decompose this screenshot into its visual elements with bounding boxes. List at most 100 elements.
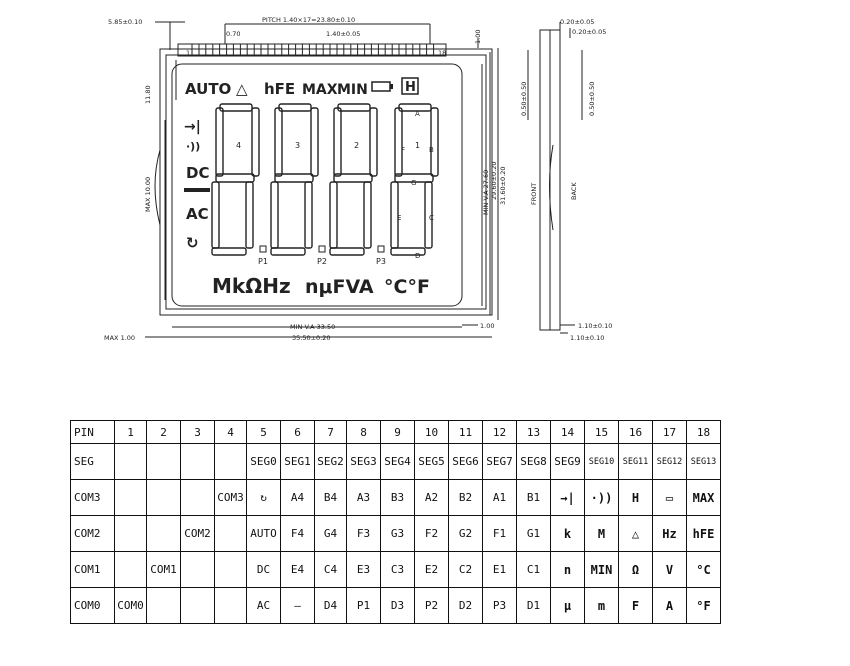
- table-cell: —: [280, 587, 315, 624]
- table-cell: COM0: [114, 587, 147, 624]
- dim-11-80: 11.80: [144, 85, 152, 104]
- table-cell: A: [652, 587, 687, 624]
- table-cell: D4: [314, 587, 347, 624]
- units-mid: nμFVA: [305, 276, 374, 298]
- table-cell: F4: [280, 515, 315, 552]
- pin: [260, 43, 269, 57]
- digit-segment: [369, 107, 378, 177]
- table-cell: C2: [448, 551, 483, 588]
- table-cell: [180, 587, 215, 624]
- pin: [288, 43, 297, 57]
- header-cell: 11: [448, 420, 483, 444]
- table-cell: μ: [550, 587, 585, 624]
- segment-letter: A: [415, 110, 420, 118]
- table-cell: COM2: [180, 515, 215, 552]
- pin: [232, 43, 241, 57]
- ac-icon: AC: [186, 205, 209, 223]
- digit-segment: [211, 247, 247, 256]
- pin: [412, 43, 421, 57]
- segment-letter: C: [429, 214, 434, 222]
- digit-segment: [211, 181, 220, 249]
- table-cell: [114, 479, 147, 516]
- table-cell: [214, 515, 247, 552]
- table-cell: AC: [246, 587, 281, 624]
- header-cell: 8: [346, 420, 381, 444]
- header-cell: 3: [180, 420, 215, 444]
- dim-side-bottom-1: 1.10±0.10: [578, 322, 612, 330]
- table-cell: [146, 479, 181, 516]
- units-right: °C°F: [384, 276, 430, 298]
- table-cell: P2: [414, 587, 449, 624]
- table-cell: E3: [346, 551, 381, 588]
- header-cell: 9: [380, 420, 415, 444]
- table-cell: [146, 443, 181, 480]
- point-label: P2: [317, 257, 327, 266]
- table-cell: F2: [414, 515, 449, 552]
- header-cell: 16: [618, 420, 653, 444]
- hold-icon-frame: [401, 77, 419, 95]
- table-cell: m: [584, 587, 619, 624]
- pin-18-label: 18: [438, 49, 446, 57]
- dim-side-top-1: 0.20±0.05: [560, 18, 594, 26]
- digit-segment: [329, 247, 365, 256]
- table-cell: SEG9: [550, 443, 585, 480]
- pin: [357, 43, 366, 57]
- dim-max-1: MAX 1.00: [104, 334, 135, 342]
- digit-segment: [215, 107, 224, 177]
- dim-pin-width: 0.70: [226, 30, 240, 38]
- table-cell: COM1: [70, 551, 115, 588]
- pin: [343, 43, 352, 57]
- table-cell: A2: [414, 479, 449, 516]
- table-cell: [114, 515, 147, 552]
- table-cell: ▭: [652, 479, 687, 516]
- label-back: BACK: [570, 182, 578, 200]
- table-cell: F: [618, 587, 653, 624]
- table-cell: n: [550, 551, 585, 588]
- table-cell: SEG0: [246, 443, 281, 480]
- table-cell: G1: [516, 515, 551, 552]
- digit-number: 3: [295, 141, 300, 150]
- decimal-point: [259, 245, 267, 253]
- table-cell: Hz: [652, 515, 687, 552]
- table-cell: hFE: [686, 515, 721, 552]
- table-cell: F3: [346, 515, 381, 552]
- pin: [191, 43, 200, 57]
- dim-side-top-2: 0.20±0.05: [572, 28, 606, 36]
- table-cell: C3: [380, 551, 415, 588]
- digit-segment: [363, 181, 372, 249]
- table-cell: ↻: [246, 479, 281, 516]
- units-left: MkΩHz: [212, 274, 291, 298]
- table-cell: SEG10: [584, 443, 619, 480]
- table-cell: [180, 443, 215, 480]
- table-cell: k: [550, 515, 585, 552]
- header-cell: 17: [652, 420, 687, 444]
- hold-icon: H: [405, 80, 416, 95]
- digit-segment: [394, 107, 403, 177]
- table-cell: G4: [314, 515, 347, 552]
- dimension-labels: 5.85±0.10 PITCH 1.40×17=23.80±0.10 0.70 …: [104, 16, 612, 342]
- table-cell: A4: [280, 479, 315, 516]
- table-cell: SEG3: [346, 443, 381, 480]
- pin: [246, 43, 255, 57]
- table-cell: G3: [380, 515, 415, 552]
- pin: [370, 43, 379, 57]
- dim-va-27-60: MIN V.A 27.60: [482, 170, 490, 215]
- table-cell: COM3: [70, 479, 115, 516]
- table-cell: B1: [516, 479, 551, 516]
- left-lead: [154, 149, 161, 226]
- table-cell: P3: [482, 587, 517, 624]
- segment-letter: B: [429, 146, 434, 154]
- table-cell: °F: [686, 587, 721, 624]
- min-icon: MIN: [337, 82, 368, 98]
- digit-segment: [251, 107, 260, 177]
- table-cell: SEG4: [380, 443, 415, 480]
- battery-icon: [371, 81, 393, 92]
- header-cell: 5: [246, 420, 281, 444]
- glass-outline: [159, 48, 493, 316]
- table-cell: SEG13: [686, 443, 721, 480]
- table-cell: E1: [482, 551, 517, 588]
